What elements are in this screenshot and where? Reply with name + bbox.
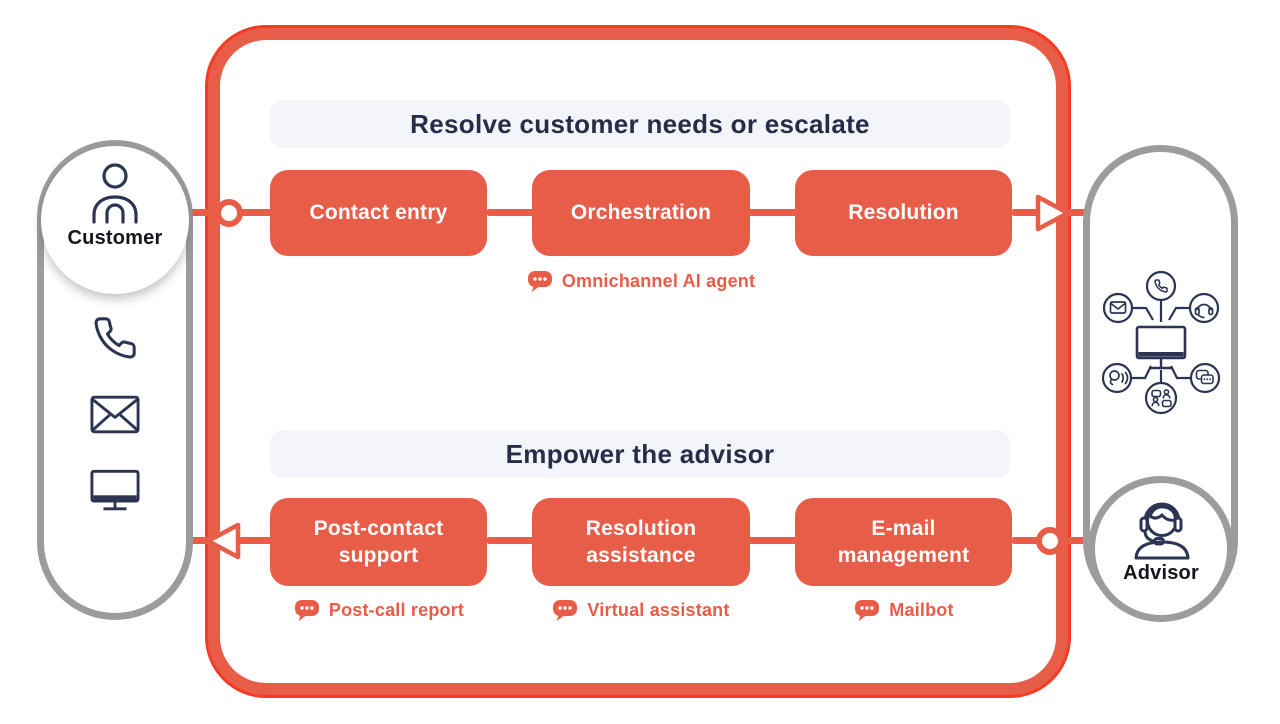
connector-line — [1012, 537, 1038, 544]
phone-icon — [1153, 279, 1168, 293]
step-label: Orchestration — [570, 201, 712, 225]
caption-label: Omnichannel AI agent — [561, 271, 756, 291]
connector-line — [186, 209, 226, 216]
caption-omnichannel-ai-agent: Omnichannel AI agent — [491, 270, 791, 293]
bottom-flow-title: Empower the advisor — [505, 438, 775, 469]
connector-line — [748, 537, 797, 544]
arrow-right-icon — [1035, 194, 1071, 232]
chat-bubble-icon — [553, 600, 578, 621]
connector-line — [748, 209, 797, 216]
person-icon — [92, 163, 138, 224]
arrow-left-icon — [205, 522, 241, 560]
headset-icon — [1194, 303, 1213, 319]
customer-label: Customer — [67, 227, 163, 249]
advisor-badge: Advisor — [1088, 476, 1234, 622]
connector-line — [186, 537, 212, 544]
connector-line — [1048, 537, 1086, 544]
headset-person-icon — [1134, 502, 1190, 560]
top-flow-title-band: Resolve customer needs or escalate — [270, 100, 1010, 148]
caption-post-call-report: Post-call report — [249, 599, 509, 622]
connector-node-circle — [215, 199, 243, 227]
step-label: Post-contact support — [313, 516, 444, 567]
chat-bubble-icon — [294, 600, 319, 621]
advisor-label: Advisor — [1123, 562, 1199, 584]
phone-icon — [94, 317, 136, 359]
connector-node-circle — [1036, 527, 1064, 555]
top-flow-title: Resolve customer needs or escalate — [410, 108, 870, 139]
hub-connector-lines — [1130, 300, 1191, 383]
monitor-icon — [90, 469, 140, 511]
step-label: E-mail management — [837, 516, 970, 567]
step-box-orchestration: Orchestration — [532, 170, 750, 256]
step-box-resolution: Resolution — [795, 170, 1012, 256]
caption-label: Post-call report — [328, 600, 465, 620]
speaking-person-icon — [1108, 370, 1128, 386]
connector-line — [232, 537, 272, 544]
chat-bubble-icon — [527, 271, 552, 292]
step-box-resolution-assistance: Resolution assistance — [532, 498, 750, 586]
step-label: Contact entry — [309, 201, 448, 225]
step-box-email-management: E-mail management — [795, 498, 1012, 586]
step-box-contact-entry: Contact entry — [270, 170, 487, 256]
community-icon — [1150, 389, 1172, 408]
customer-badge: Customer — [41, 146, 189, 294]
connector-line — [1012, 209, 1042, 216]
caption-label: Virtual assistant — [587, 600, 730, 620]
step-label: Resolution — [848, 201, 959, 225]
step-box-post-contact-support: Post-contact support — [270, 498, 487, 586]
omnichannel-hub-icon — [1101, 270, 1220, 415]
monitor-icon — [1135, 325, 1186, 370]
caption-mailbot: Mailbot — [774, 599, 1034, 622]
envelope-icon — [1109, 301, 1126, 314]
caption-label: Mailbot — [889, 600, 954, 620]
bottom-flow-title-band: Empower the advisor — [270, 430, 1010, 478]
caption-virtual-assistant: Virtual assistant — [511, 599, 771, 622]
connector-line — [487, 537, 534, 544]
connector-line — [240, 209, 272, 216]
connector-line — [487, 209, 534, 216]
chat-bubbles-icon — [1195, 369, 1214, 385]
envelope-icon — [90, 395, 140, 434]
step-label: Resolution assistance — [585, 516, 697, 567]
chat-bubble-icon — [855, 600, 880, 621]
